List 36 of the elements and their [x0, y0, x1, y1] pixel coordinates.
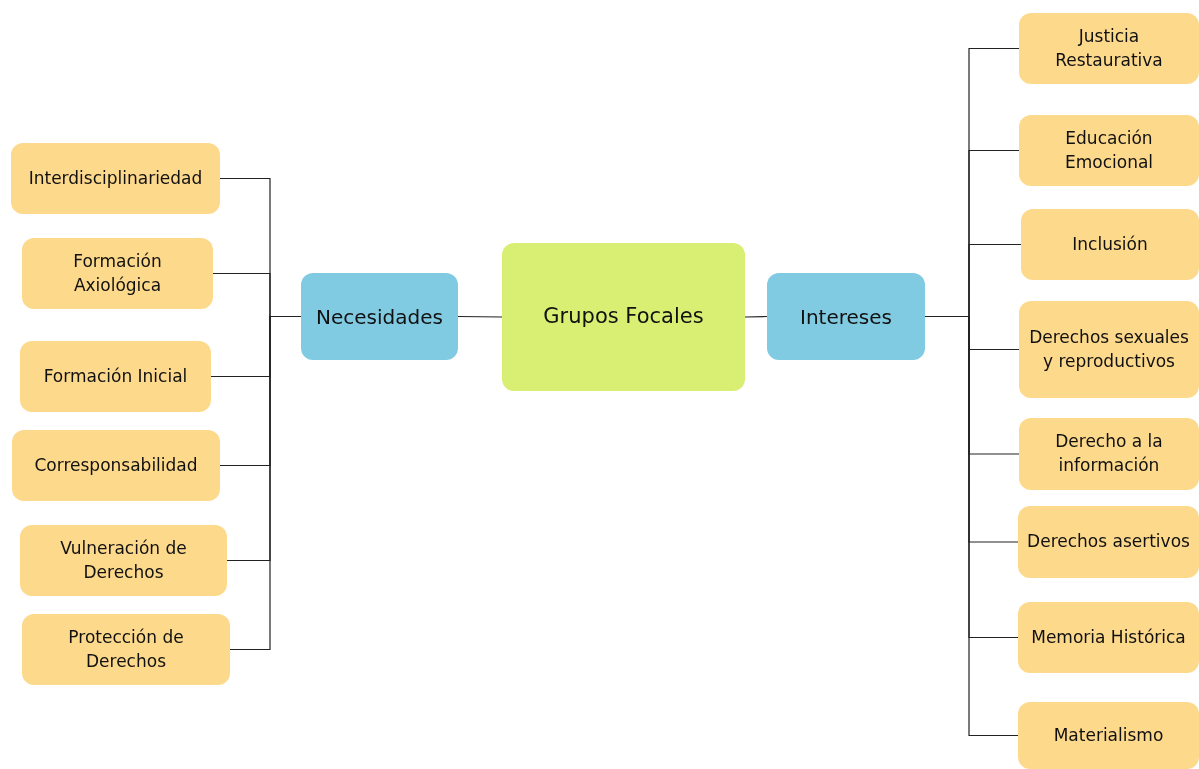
subtopic-box	[1018, 702, 1199, 769]
topic-label: Corresponsabilidad	[34, 453, 198, 477]
subtopic-box	[11, 143, 220, 214]
topic-label: Necesidades	[316, 303, 443, 331]
topic-label: Protección de Derechos	[67, 625, 185, 673]
topic-label: Derecho a la información	[1054, 430, 1164, 477]
topic-label: Materialismo	[1053, 723, 1164, 747]
subtopic-box	[12, 430, 220, 501]
subtopic-box	[20, 341, 211, 412]
connector-line	[744, 315, 768, 318]
subtopic-box	[20, 525, 227, 596]
subtopic-box	[22, 238, 213, 309]
branch-box	[301, 273, 458, 360]
subtopic-box	[22, 614, 230, 685]
topic-label: Interdisciplinariedad	[28, 166, 203, 190]
central-topic-box	[502, 243, 745, 391]
topic-label: Derechos asertivos	[1027, 530, 1190, 554]
topic-label: Vulneración de Derechos	[59, 536, 188, 584]
subtopic-box	[1018, 506, 1199, 578]
subtopic-box	[1019, 301, 1199, 398]
connector-line	[457, 315, 503, 318]
topic-label: Inclusión	[1072, 232, 1148, 256]
topic-label: Formación Inicial	[43, 364, 188, 388]
subtopic-box	[1021, 209, 1199, 280]
topic-label: Formación Axiológica	[72, 249, 163, 297]
subtopic-box	[1019, 13, 1199, 84]
subtopic-box	[1018, 602, 1199, 673]
topic-label: Memoria Histórica	[1031, 625, 1186, 649]
topic-label: Educación Emocional	[1063, 126, 1155, 174]
topic-label: Justicia Restaurativa	[1054, 24, 1164, 72]
topic-label: Intereses	[800, 303, 892, 331]
subtopic-box	[1019, 418, 1199, 490]
branch-box	[767, 273, 925, 360]
topic-label: Derechos sexuales y reproductivos	[1028, 325, 1190, 373]
topic-label: Grupos Focales	[543, 303, 704, 331]
subtopic-box	[1019, 115, 1199, 186]
